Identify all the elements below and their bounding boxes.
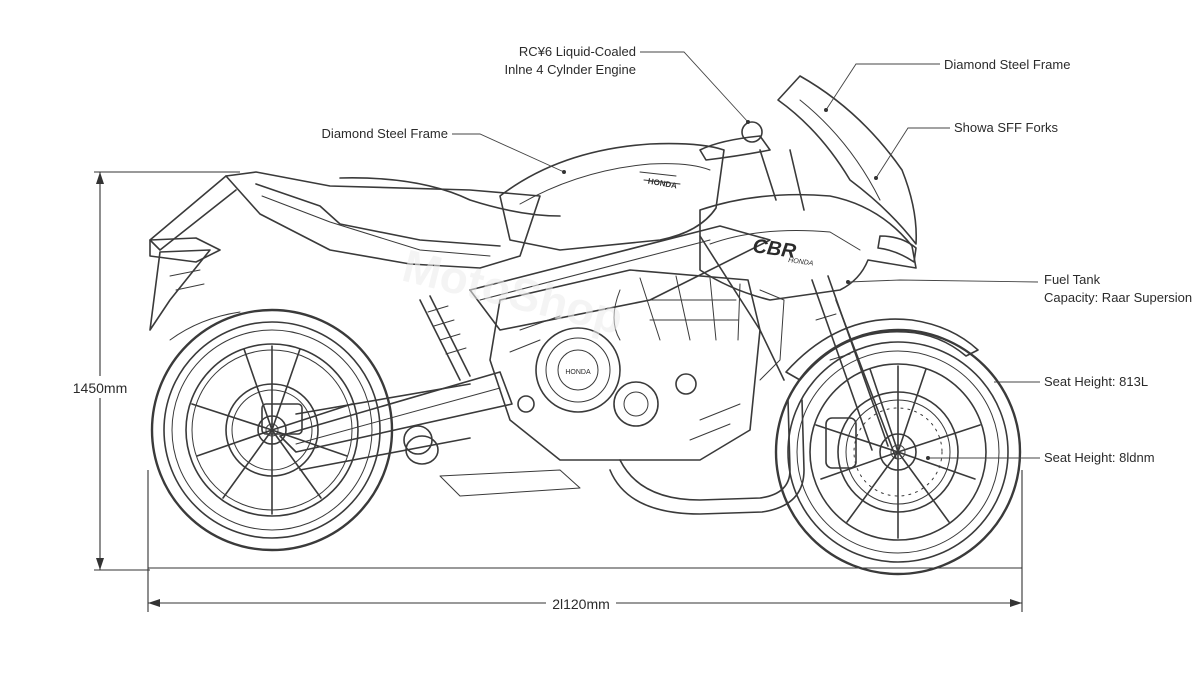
front-forks (811, 275, 897, 459)
tail-section (149, 171, 561, 331)
callout-seat-lower: Seat Height: 8ldnm (1044, 450, 1155, 465)
callout-tank-line1: Fuel Tank (1044, 272, 1101, 287)
callout-frame-left: Diamond Steel Frame (322, 126, 448, 141)
callout-labels: RC¥6 Liquid-Coaled Inlne 4 Cylnder Engin… (322, 44, 1193, 465)
fairing-sub: HONDA (788, 257, 814, 267)
front-wheel (774, 318, 1022, 576)
length-dimension: 2l120mm (147, 470, 1023, 614)
swingarm (279, 371, 513, 471)
callout-frame-top: Diamond Steel Frame (944, 57, 1070, 72)
frame (469, 225, 785, 381)
callout-engine-line2: Inlne 4 Cylnder Engine (504, 62, 636, 77)
height-dimension: 1450mm (66, 171, 240, 571)
callout-tank-line2: Capacity: Raar Supersion (1044, 290, 1192, 305)
exhaust (405, 399, 805, 515)
length-label: 2l120mm (552, 596, 610, 612)
callout-leaders (452, 51, 1040, 460)
callout-seat-upper: Seat Height: 813L (1044, 374, 1148, 389)
front-fairing: CBR HONDA (699, 75, 918, 301)
svg-text:MotoShop: MotoShop (398, 239, 629, 344)
engine-cover-label: HONDA (565, 369, 591, 376)
engine: HONDA (489, 269, 785, 461)
rear-shock (419, 295, 471, 381)
callout-forks: Showa SFF Forks (954, 120, 1059, 135)
height-label: 1450mm (73, 380, 127, 396)
rear-wheel (150, 308, 394, 552)
callout-engine-line1: RC¥6 Liquid-Coaled (519, 44, 636, 59)
